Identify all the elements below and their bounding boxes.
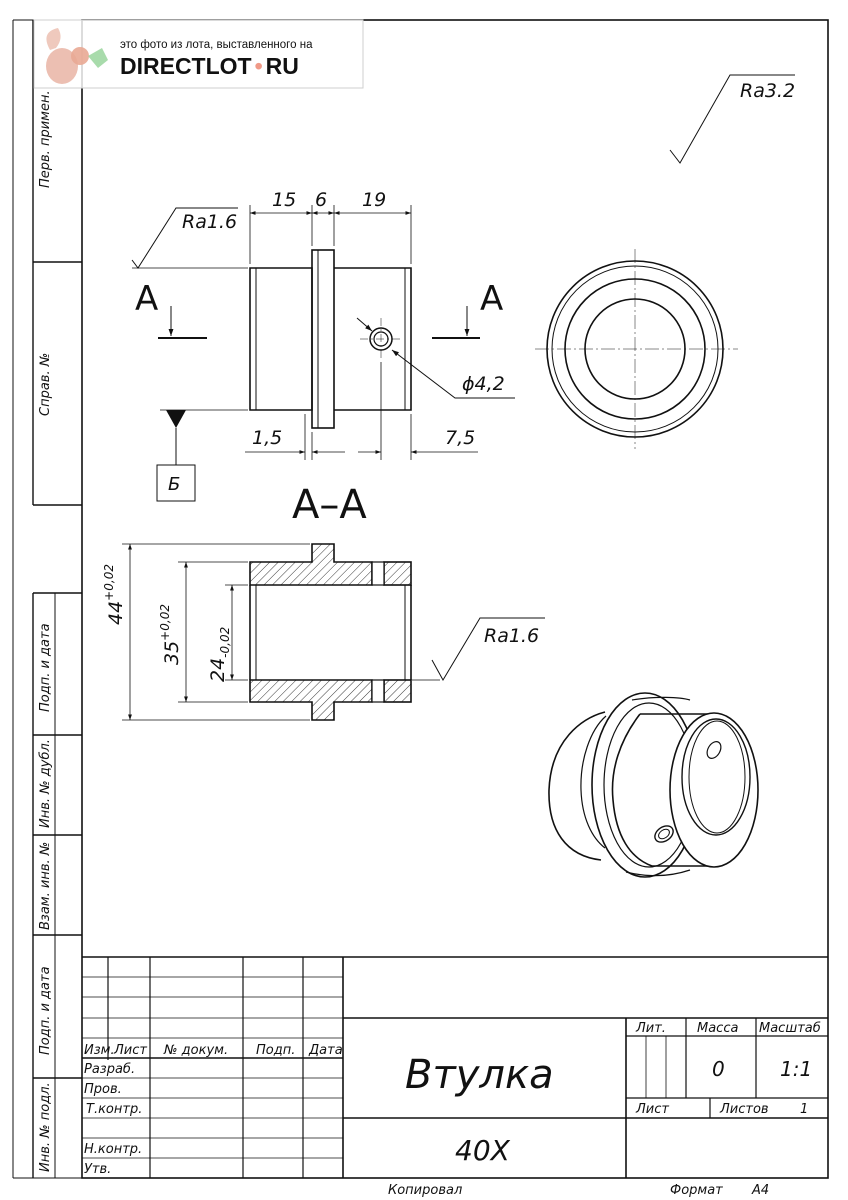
dim-top-3: 19 — [362, 189, 386, 211]
section-view — [122, 543, 545, 721]
datum-label: Б — [168, 474, 180, 495]
dim-bottom-2: 7,5 — [445, 427, 475, 449]
squirrel-logo-icon — [46, 28, 108, 84]
format-value: А4 — [751, 1183, 769, 1198]
label-podp-i-data-1: Подп. и дата — [38, 623, 53, 712]
masshtab-label: Масштаб — [759, 1021, 821, 1036]
material: 40Х — [455, 1134, 511, 1167]
watermark-caption: это фото из лота, выставленного на — [120, 39, 313, 51]
header-izm: Изм. — [84, 1043, 115, 1058]
end-view — [535, 249, 738, 449]
front-view — [131, 205, 515, 502]
header-list: Лист — [113, 1043, 147, 1058]
dim-bottom-1: 1,5 — [252, 427, 282, 449]
hole-diameter-label: ϕ4,2 — [462, 373, 505, 395]
part-name: Втулка — [405, 1052, 554, 1098]
left-margin-labels: Перв. примен. Справ. № Подп. и дата Инв.… — [38, 90, 53, 1172]
masshtab-value: 1:1 — [780, 1057, 812, 1081]
roughness-bore-label: Ra1.6 — [484, 625, 539, 647]
label-inv-no-podl: Инв. № подл. — [38, 1082, 53, 1172]
label-perv-primen: Перв. примен. — [38, 90, 53, 188]
watermark: это фото из лота, выставленного на DIREC… — [33, 19, 364, 89]
title-block-text: Изм. Лист № докум. Подп. Дата Разраб. Пр… — [84, 1021, 821, 1177]
header-data: Дата — [308, 1043, 343, 1058]
watermark-brand: DIRECTLOT•RU — [120, 53, 299, 79]
massa-value: 0 — [712, 1057, 725, 1081]
row-razrab: Разраб. — [84, 1062, 135, 1077]
footer: Копировал Формат А4 — [388, 1183, 769, 1198]
cut-marker-left: A — [135, 279, 158, 319]
row-t-kontr: Т.контр. — [86, 1102, 142, 1117]
listov-label: Листов — [719, 1102, 769, 1117]
list-label: Лист — [635, 1102, 669, 1117]
roughness-general-label: Ra3.2 — [740, 80, 795, 102]
dim-outer: 44+0,02 — [102, 564, 127, 625]
isometric-view — [548, 692, 759, 878]
row-n-kontr: Н.контр. — [84, 1142, 142, 1157]
format-label: Формат — [670, 1183, 723, 1198]
kopiroval-label: Копировал — [388, 1183, 462, 1198]
dim-top-1: 15 — [272, 189, 296, 211]
lit-label: Лит. — [635, 1021, 666, 1036]
dim-top-2: 6 — [315, 189, 327, 211]
label-inv-no-dubl: Инв. № дубл. — [38, 739, 53, 828]
title-block — [82, 956, 828, 1178]
label-podp-i-data-2: Подп. и дата — [38, 966, 53, 1055]
section-title: А–А — [292, 482, 367, 528]
dim-mid: 35+0,02 — [158, 604, 183, 665]
massa-label: Масса — [697, 1021, 738, 1036]
sheet-frame — [12, 19, 829, 1179]
label-sprav-no: Справ. № — [38, 353, 53, 416]
section-view-labels: 44+0,02 35+0,02 24-0,02 Ra1.6 — [102, 564, 539, 682]
listov-value: 1 — [800, 1102, 808, 1117]
header-podp: Подп. — [256, 1043, 295, 1058]
front-view-labels: Ra1.6 A A 15 6 19 1,5 7,5 ϕ4,2 Б — [135, 189, 505, 495]
cut-marker-right: A — [480, 279, 503, 319]
row-utv: Утв. — [84, 1162, 111, 1177]
dim-inner: 24-0,02 — [207, 627, 232, 682]
label-vzam-inv-no: Взам. инв. № — [38, 842, 53, 930]
roughness-front-label: Ra1.6 — [182, 211, 237, 233]
row-prov: Пров. — [84, 1082, 122, 1097]
roughness-general — [669, 74, 795, 164]
header-no-dokum: № докум. — [163, 1043, 228, 1058]
